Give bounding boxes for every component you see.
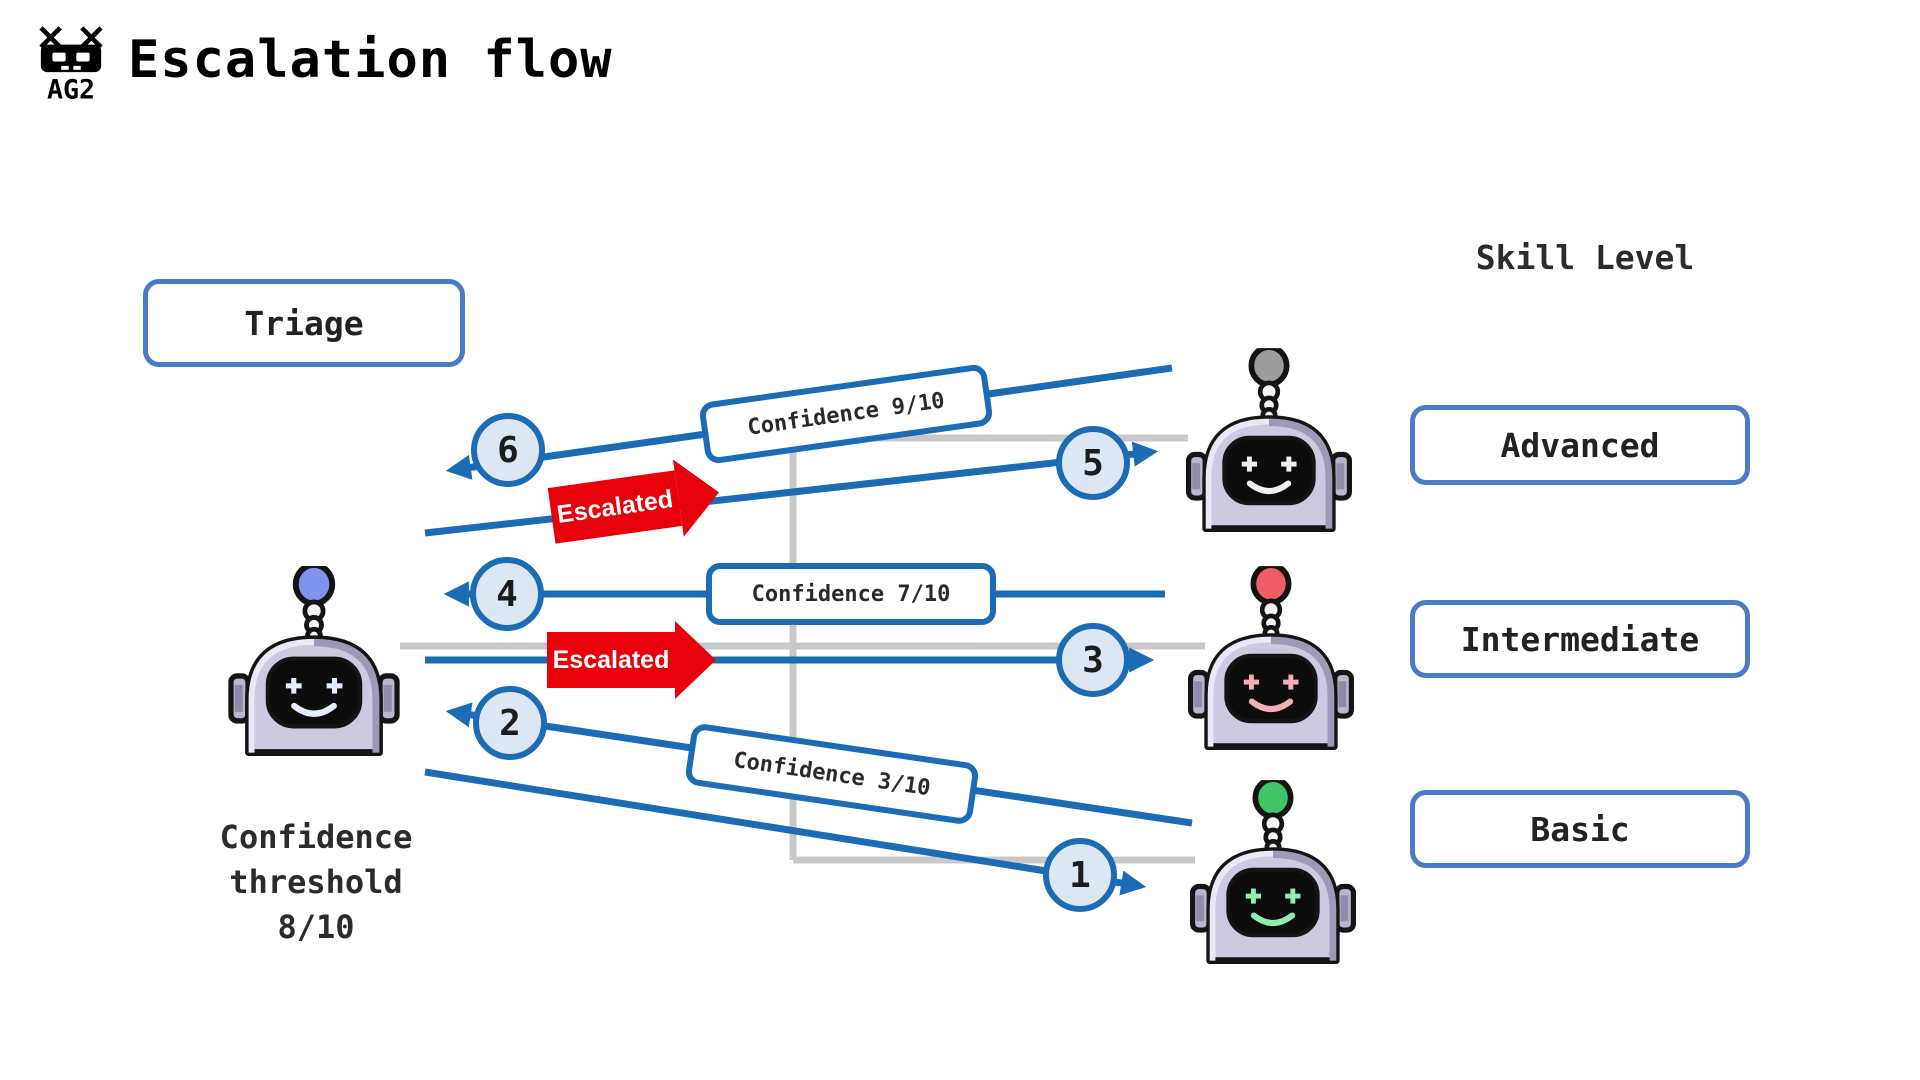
page-title: Escalation flow: [128, 30, 613, 90]
triage-box-label: Triage: [244, 303, 364, 343]
triage-box: Triage: [143, 279, 465, 367]
escalated-arrow-to-intermediate-label: Escalated: [552, 645, 670, 674]
advanced-robot-icon: [1186, 348, 1352, 535]
skill-box-advanced-label: Advanced: [1500, 425, 1660, 465]
ag2-logo-text: AG2: [47, 75, 95, 104]
step-circle-5: 5: [1056, 426, 1130, 500]
confidence-label-intermediate: Confidence 7/10: [706, 563, 996, 625]
basic-robot-icon: [1190, 780, 1356, 967]
escalated-arrow-to-advanced-label: Escalated: [555, 484, 675, 529]
intermediate-robot-icon: [1188, 566, 1354, 753]
skill-box-intermediate-label: Intermediate: [1460, 619, 1700, 659]
threshold-line-3: 8/10: [277, 908, 355, 946]
step-circle-3: 3: [1056, 623, 1130, 697]
confidence-threshold-note: Confidence threshold 8/10: [186, 815, 446, 950]
step-circle-6: 6: [471, 413, 545, 487]
threshold-line-2: threshold: [229, 863, 403, 901]
arrow-step5-escalated-to-advanced: [424, 441, 1159, 537]
arrow-step1-triage-to-basic: [424, 768, 1147, 896]
skill-level-heading: Skill Level: [1475, 238, 1695, 277]
skill-box-advanced: Advanced: [1410, 405, 1750, 485]
skill-box-basic: Basic: [1410, 790, 1750, 868]
skill-box-basic-label: Basic: [1530, 809, 1630, 849]
escalated-arrow-to-intermediate: Escalated: [547, 632, 675, 688]
skill-box-intermediate: Intermediate: [1410, 600, 1750, 678]
step-circle-1: 1: [1043, 838, 1117, 912]
step-circle-2: 2: [473, 686, 547, 760]
ag2-logo-icon: AG2: [39, 26, 103, 104]
triage-robot-icon: [228, 566, 400, 759]
threshold-line-1: Confidence: [219, 818, 413, 856]
step-circle-4: 4: [470, 557, 544, 631]
